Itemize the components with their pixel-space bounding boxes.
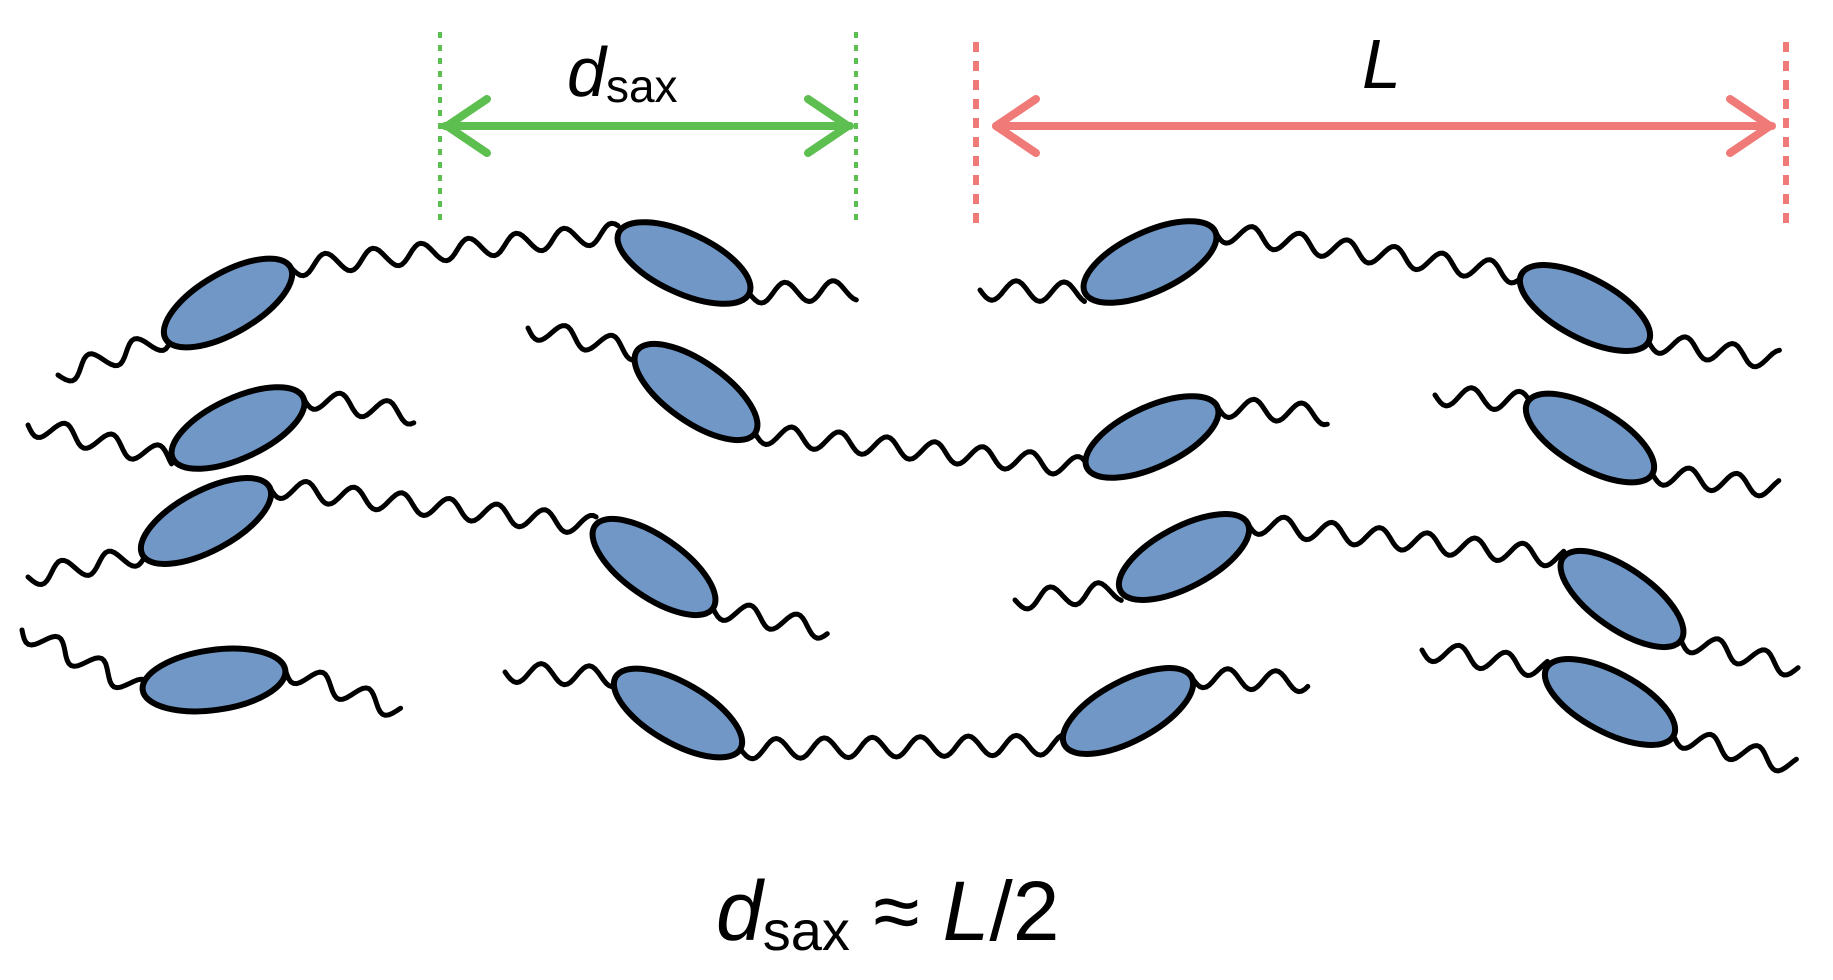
- spacer-chain: [1212, 224, 1524, 286]
- alkyl-tail: [55, 336, 171, 384]
- alkyl-tail: [1646, 334, 1782, 370]
- alkyl-tail: [525, 323, 638, 363]
- mesogen-core: [589, 515, 719, 619]
- alkyl-tail: [502, 661, 618, 690]
- alkyl-tail: [977, 278, 1087, 304]
- L-arrow-head-left: [992, 95, 1040, 157]
- dsax-dimension: dsax: [438, 32, 858, 220]
- L-label: L: [1362, 25, 1401, 103]
- mesogen-core: [1541, 656, 1679, 748]
- mesogen-core: [1557, 547, 1687, 651]
- alkyl-tail: [300, 390, 417, 427]
- alkyl-tail: [1678, 636, 1801, 678]
- mesogen-core: [1516, 262, 1654, 354]
- spacer-chain: [752, 424, 1090, 477]
- alkyl-tail: [1649, 465, 1782, 499]
- alkyl-tail: [19, 627, 150, 691]
- alkyl-tail: [1012, 580, 1124, 612]
- alkyl-tail: [25, 548, 146, 587]
- mesogen-core: [1080, 218, 1220, 306]
- alkyl-tail: [25, 420, 174, 467]
- dsax-arrow-head-right: [804, 95, 852, 157]
- alkyl-tail: [282, 667, 404, 718]
- mesogen-core: [137, 475, 275, 567]
- mesogen-core: [1115, 511, 1253, 603]
- alkyl-tail: [746, 278, 859, 306]
- relation-equation: dsax ≈ L/2: [716, 864, 1059, 962]
- mesogen-core: [614, 219, 754, 307]
- alkyl-tail: [1671, 731, 1799, 774]
- mesogen-core: [139, 645, 289, 715]
- alkyl-tail: [1214, 396, 1330, 428]
- spacer-chain: [737, 732, 1067, 762]
- alkyl-tail: [1189, 666, 1311, 695]
- alkyl-tail: [1419, 642, 1550, 678]
- spacer-chain: [267, 479, 599, 535]
- mesogen-core: [610, 665, 746, 761]
- mesogen-core: [1082, 393, 1222, 481]
- alkyl-tail: [710, 602, 830, 641]
- mesogen-core: [631, 340, 761, 444]
- alkyl-tail: [1432, 385, 1531, 412]
- mesogen-core: [1522, 390, 1658, 486]
- dsax-arrow-head-left: [443, 95, 491, 157]
- molecule-layer: [19, 218, 1801, 774]
- spacer-chain: [1245, 514, 1567, 569]
- mesogen-core: [1059, 665, 1197, 757]
- spacer-chain: [287, 220, 621, 279]
- mesogen-core: [160, 255, 296, 351]
- mesogen-core: [168, 384, 308, 472]
- L-dimension: L: [973, 25, 1789, 224]
- dsax-label: dsax: [567, 33, 678, 112]
- L-arrow-head-right: [1726, 95, 1774, 157]
